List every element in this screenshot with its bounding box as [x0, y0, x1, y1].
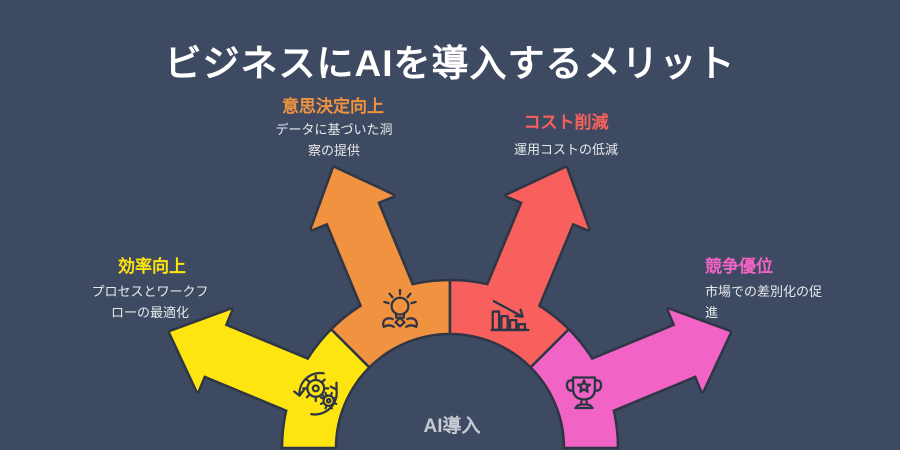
efficiency-arrow-fill [170, 309, 344, 425]
benefit-desc-efficiency: プロセスとワークフローの最適化 [91, 284, 209, 321]
benefit-desc-competitive: 市場での差別化の促進 [705, 284, 823, 321]
trophy-icon [565, 376, 603, 410]
declining-bar-chart-icon [490, 300, 530, 332]
benefit-desc-decision: データに基づいた洞察の提供 [275, 122, 393, 159]
cost-arrow-fill [473, 168, 589, 342]
idea-lightbulb-icon [382, 288, 418, 329]
infographic-title: ビジネスにAIを導入するメリット [164, 43, 736, 84]
benefit-label-efficiency: 効率向上 [118, 257, 186, 276]
process-gears-icon [293, 371, 338, 416]
benefit-label-decision: 意思決定向上 [282, 97, 384, 116]
benefit-label-competitive: 競争優位 [705, 257, 773, 276]
competitive-arrow-fill [556, 309, 730, 425]
benefit-desc-cost: 運用コストの低減 [513, 142, 618, 157]
center-hub-label: AI導入 [423, 416, 481, 437]
benefit-label-cost: コスト削減 [523, 113, 609, 132]
decision-arrow-fill [311, 168, 427, 342]
icon-layer [293, 288, 603, 416]
